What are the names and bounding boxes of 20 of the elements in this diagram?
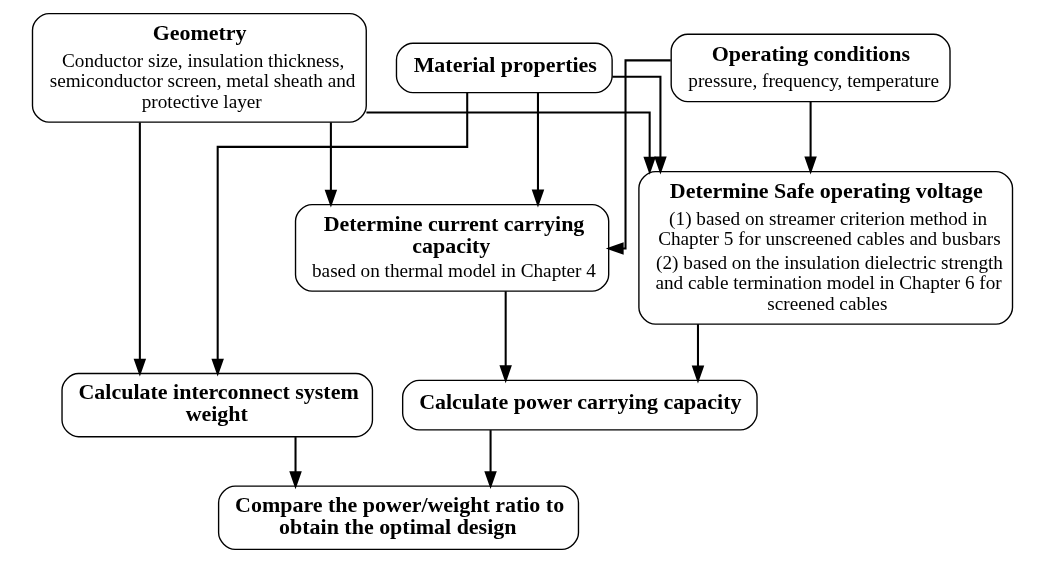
node-box: Material properties [395, 42, 613, 94]
arrow [211, 92, 469, 377]
arrow [612, 75, 667, 175]
node-box: Determine Safe operating voltage (1) based on streamer criterion method in Chapter 5 for unscreened cables and busbars (2) based on the insulation dielectric strength and cable termination model in Chapter 6 for screened cables [638, 170, 1014, 325]
arrow [531, 92, 545, 208]
node-box: Determine current carrying capacity based on thermal model in Chapter 4 [294, 203, 610, 292]
arrow [605, 59, 671, 255]
arrow [484, 430, 497, 490]
arrow [289, 437, 302, 490]
node-box: Calculate power carrying capacity [401, 379, 758, 431]
arrow [691, 324, 705, 384]
node-box: Calculate interconnect system weight [61, 372, 374, 438]
arrow [499, 291, 512, 384]
arrow [324, 122, 338, 208]
arrow [133, 122, 147, 377]
arrow [366, 111, 656, 175]
node-box: Operating conditions pressure, frequency, temperature [670, 33, 951, 103]
node-box: Geometry Conductor size, insulation thickness, semiconductor screen, metal sheath and protective layer [31, 12, 367, 123]
node-box: Compare the power/weight ratio to obtain the optimal design [217, 485, 580, 551]
arrow [804, 101, 817, 175]
